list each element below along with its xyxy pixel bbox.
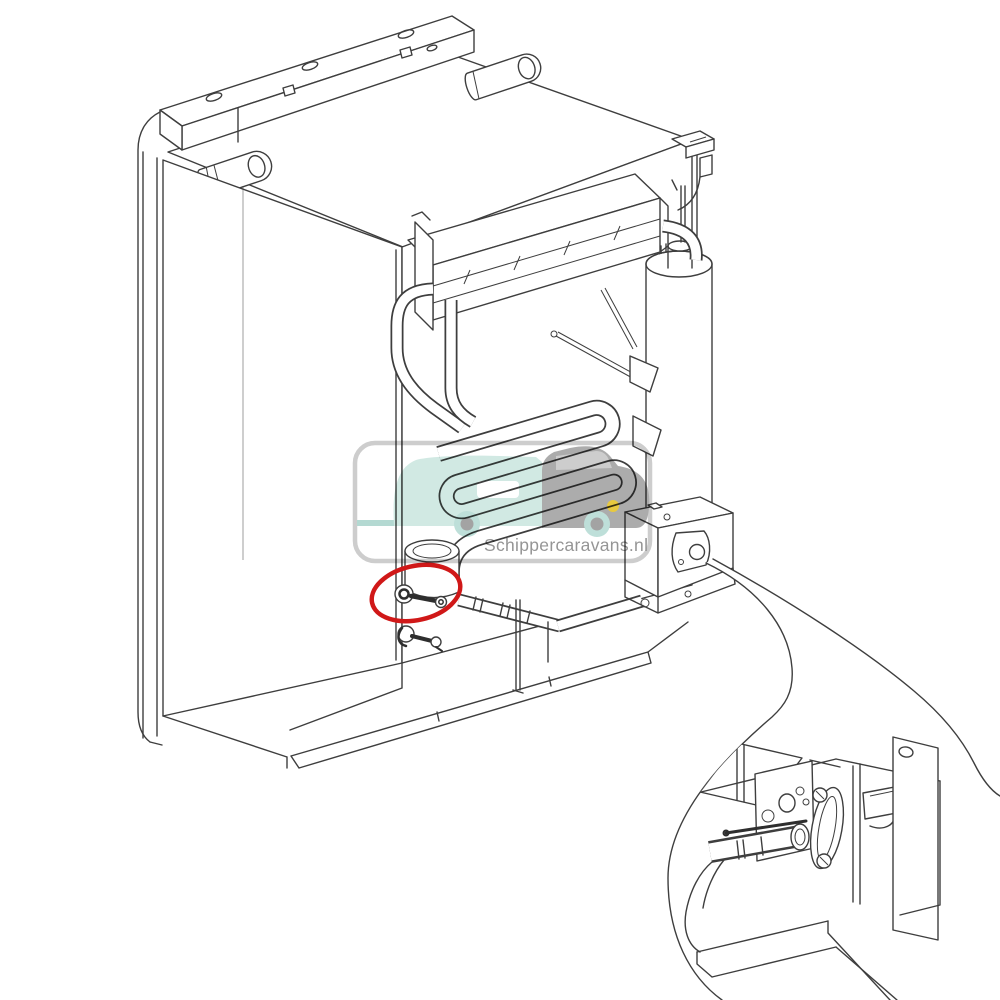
car-window xyxy=(556,451,612,470)
mounting-rail xyxy=(159,15,475,151)
igniter-screw-fitting xyxy=(394,584,448,609)
watermark-text: Schippercaravans.nl xyxy=(484,535,648,555)
cabinet-side-panel xyxy=(162,159,403,717)
top-handle-right xyxy=(464,53,542,101)
electrode-rods xyxy=(550,287,662,457)
watermark-ground-line xyxy=(357,520,409,526)
condenser xyxy=(407,173,703,331)
lower-screw-fitting xyxy=(397,625,443,652)
balloon-leader-right xyxy=(712,558,1000,797)
watermark: Schippercaravans.nl xyxy=(352,440,653,564)
connecting-tubes xyxy=(390,282,477,434)
caravan-window xyxy=(477,481,519,498)
bottom-plinth xyxy=(162,621,689,769)
watermark-border xyxy=(352,440,653,564)
detail-balloon xyxy=(667,558,1000,1000)
car-icon xyxy=(542,446,650,528)
wheels xyxy=(454,511,610,537)
burner-box xyxy=(624,496,736,614)
cabinet-left-edge xyxy=(137,111,163,746)
highlight-ellipse xyxy=(369,562,463,624)
top-right-bracket xyxy=(671,130,715,211)
caravan-icon xyxy=(393,455,542,526)
headlight-icon xyxy=(607,500,619,512)
balloon-leader-left xyxy=(667,562,793,1000)
fridge-rear-line-drawing xyxy=(137,15,736,769)
